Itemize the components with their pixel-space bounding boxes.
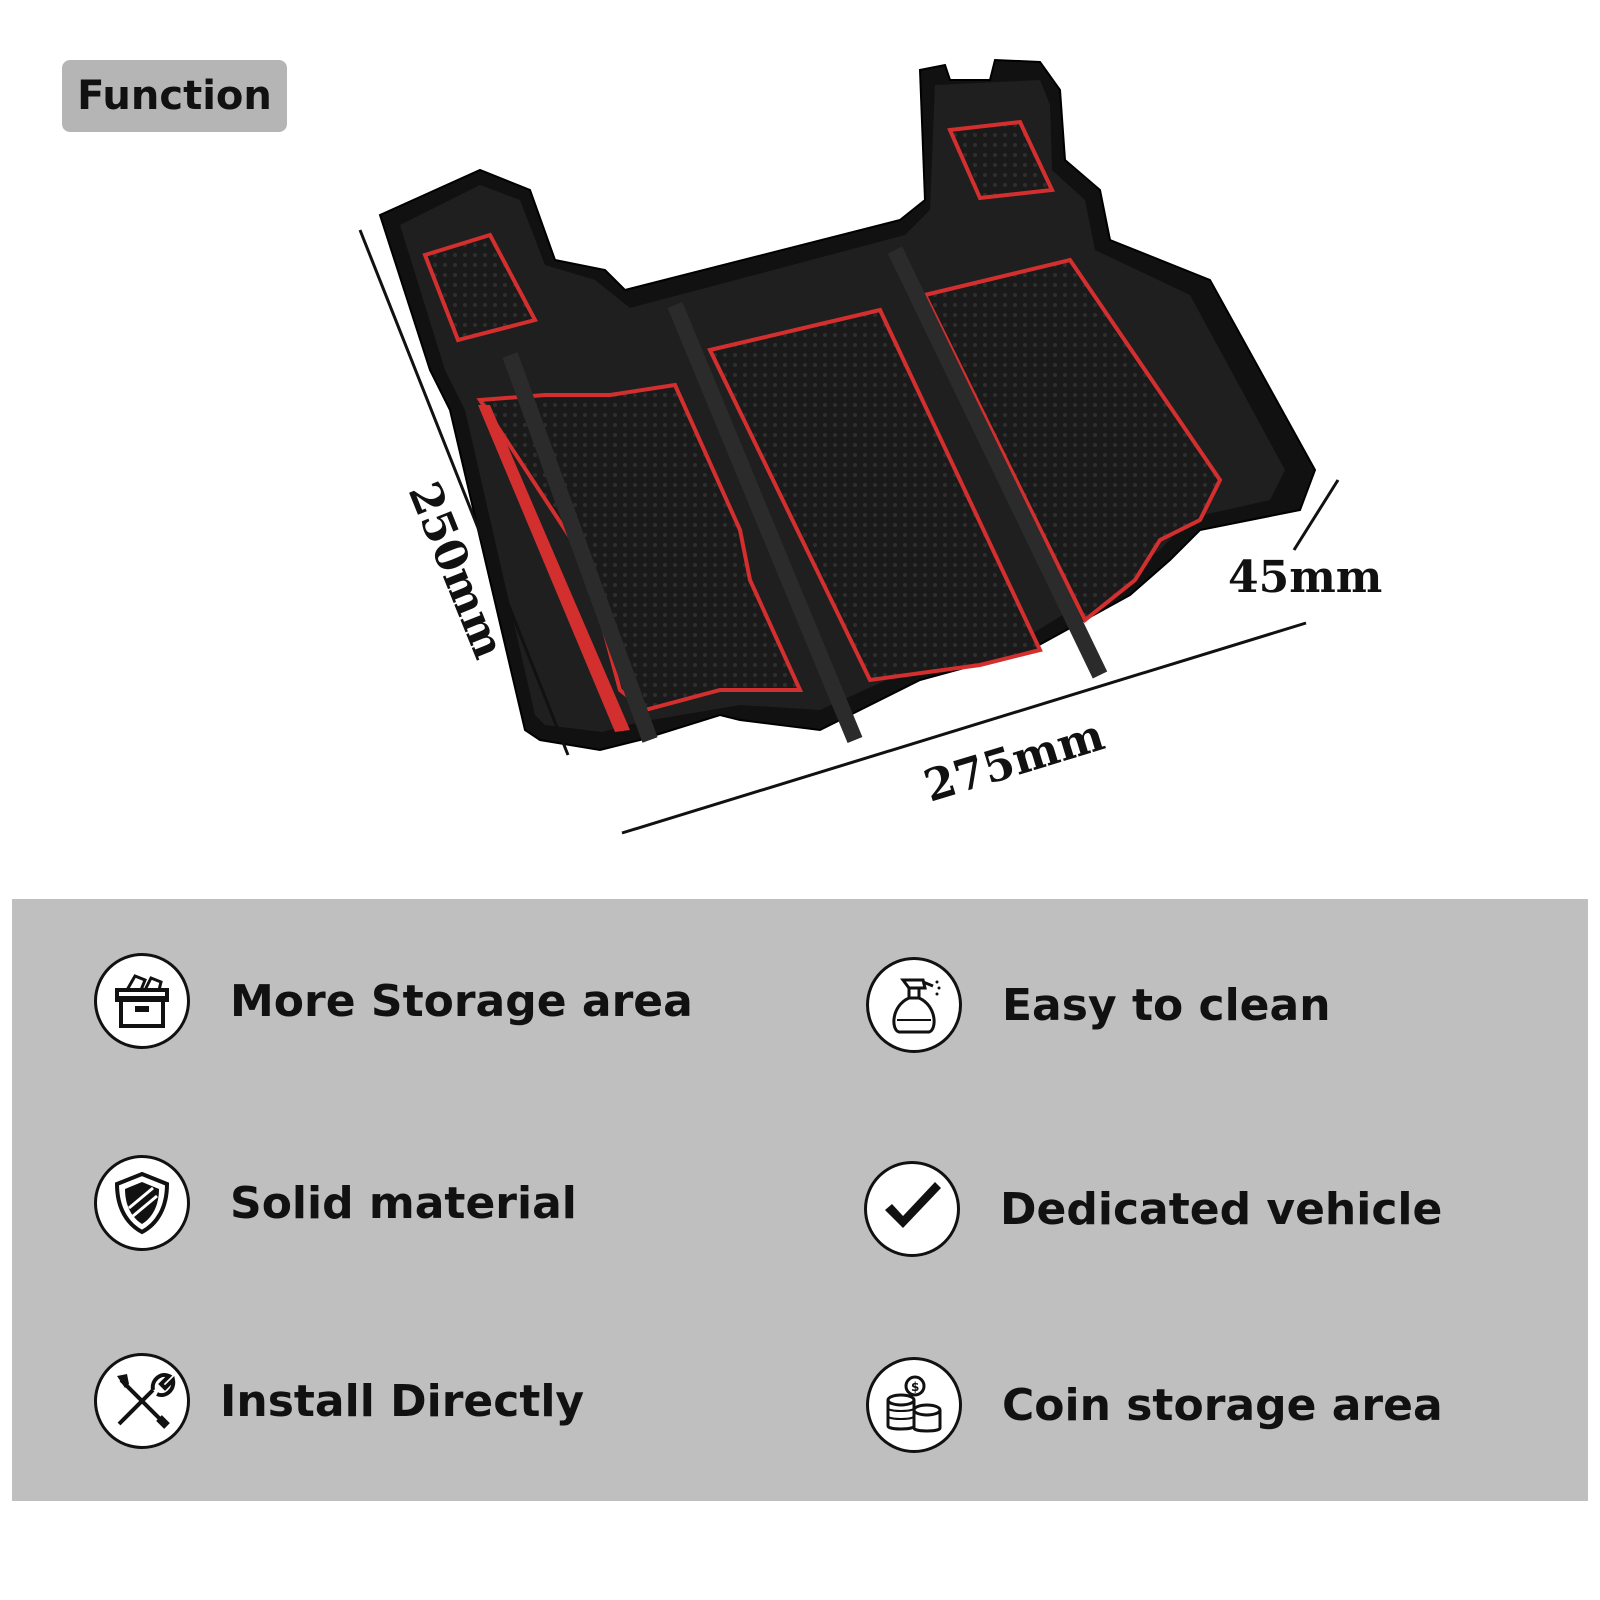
side-channel bbox=[478, 405, 630, 732]
width-dimension-line bbox=[621, 621, 1307, 835]
pocket-left bbox=[422, 232, 538, 343]
feature-label: More Storage area bbox=[230, 975, 693, 1027]
svg-text:$: $ bbox=[911, 1380, 919, 1394]
feature-label: Dedicated vehicle bbox=[1000, 1183, 1443, 1235]
feature-label: Coin storage area bbox=[1002, 1379, 1443, 1431]
function-badge: Function bbox=[62, 60, 287, 132]
pocket-right bbox=[947, 119, 1056, 201]
product-figure: 250mm 275mm 45mm bbox=[340, 50, 1440, 850]
height-dimension-line bbox=[1292, 479, 1340, 551]
spray-bottle-icon bbox=[866, 957, 962, 1053]
checkmark-icon bbox=[864, 1161, 960, 1257]
storage-box-icon bbox=[94, 953, 190, 1049]
width-dimension-label: 275mm bbox=[918, 710, 1110, 813]
compartment-1 bbox=[476, 382, 804, 713]
feature-dedicated-vehicle: Dedicated vehicle bbox=[864, 1161, 1442, 1257]
console-tray-illustration: 250mm 275mm 45mm bbox=[358, 58, 1382, 835]
feature-easy-clean: Easy to clean bbox=[866, 957, 1331, 1053]
features-panel: More Storage area Easy to clean Solid ma… bbox=[12, 899, 1588, 1501]
feature-label: Install Directly bbox=[220, 1375, 585, 1427]
compartment-3 bbox=[922, 257, 1223, 624]
feature-coin-storage: $ Coin storage area bbox=[866, 1357, 1443, 1453]
tools-icon bbox=[94, 1353, 190, 1449]
feature-label: Solid material bbox=[230, 1177, 577, 1229]
feature-install-directly: Install Directly bbox=[94, 1353, 584, 1449]
feature-label: Easy to clean bbox=[1002, 979, 1331, 1031]
compartment-2 bbox=[707, 307, 1043, 683]
height-dimension-label: 45mm bbox=[1228, 552, 1382, 603]
shield-icon bbox=[94, 1155, 190, 1251]
coins-icon: $ bbox=[866, 1357, 962, 1453]
feature-more-storage: More Storage area bbox=[94, 953, 693, 1049]
feature-solid-material: Solid material bbox=[94, 1155, 577, 1251]
depth-dimension-line bbox=[358, 229, 570, 756]
